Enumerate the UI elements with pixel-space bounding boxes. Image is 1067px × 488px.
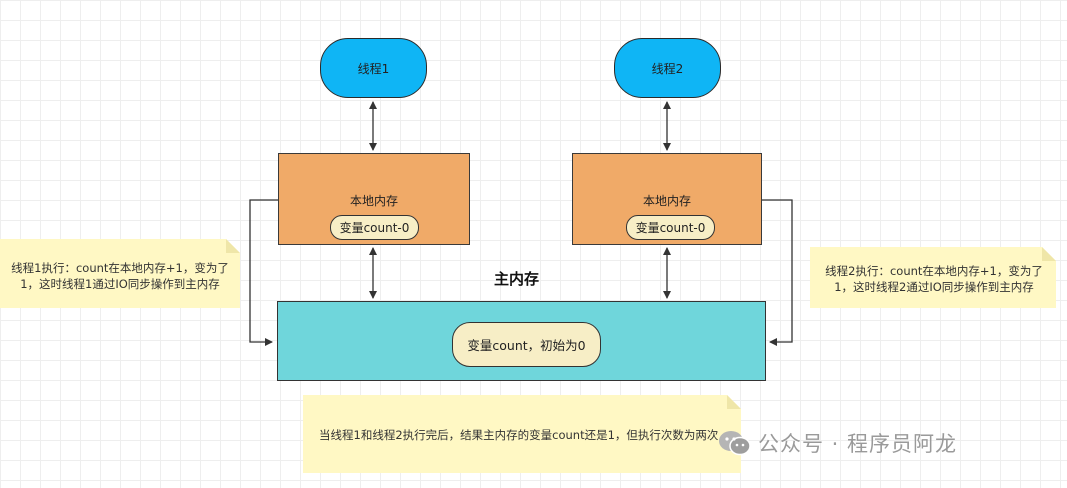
local-memory-2: 本地内存 变量count-0 [572,153,762,245]
thread-1-node: 线程1 [320,38,427,98]
wechat-icon [718,429,752,457]
local-memory-1: 本地内存 变量count-0 [278,153,470,245]
note-result: 当线程1和线程2执行完后，结果主内存的变量count还是1，但执行次数为两次 [303,395,741,473]
main-memory: 变量count，初始为0 [277,301,766,381]
note-thread-2: 线程2执行：count在本地内存+1，变为了1，这时线程2通过IO同步操作到主内… [810,247,1056,308]
local-memory-1-title: 本地内存 [349,194,398,208]
local-memory-1-variable: 变量count-0 [330,215,419,240]
note-thread-1-text: 线程1执行：count在本地内存+1，变为了1，这时线程1通过IO同步操作到主内… [11,261,229,291]
thread-1-label: 线程1 [357,61,390,76]
main-memory-variable: 变量count，初始为0 [452,322,601,367]
local-memory-2-title: 本地内存 [642,194,691,208]
local-memory-2-variable: 变量count-0 [626,215,715,240]
main-memory-title: 主内存 [494,270,540,288]
watermark-text: 公众号 · 程序员阿龙 [758,432,958,456]
main-memory-value: 变量count，初始为0 [467,338,586,353]
note-result-text: 当线程1和线程2执行完后，结果主内存的变量count还是1，但执行次数为两次 [319,428,719,442]
local-memory-1-value: 变量count-0 [339,221,410,235]
thread-2-label: 线程2 [651,61,684,76]
note-thread-1: 线程1执行：count在本地内存+1，变为了1，这时线程1通过IO同步操作到主内… [0,239,240,308]
watermark: 公众号 · 程序员阿龙 [718,428,957,458]
elbow-right-sync [762,199,793,346]
elbow-left-sync [249,199,278,346]
note-thread-2-text: 线程2执行：count在本地内存+1，变为了1，这时线程2通过IO同步操作到主内… [825,264,1043,294]
thread-2-node: 线程2 [614,38,721,98]
local-memory-2-value: 变量count-0 [635,221,706,235]
